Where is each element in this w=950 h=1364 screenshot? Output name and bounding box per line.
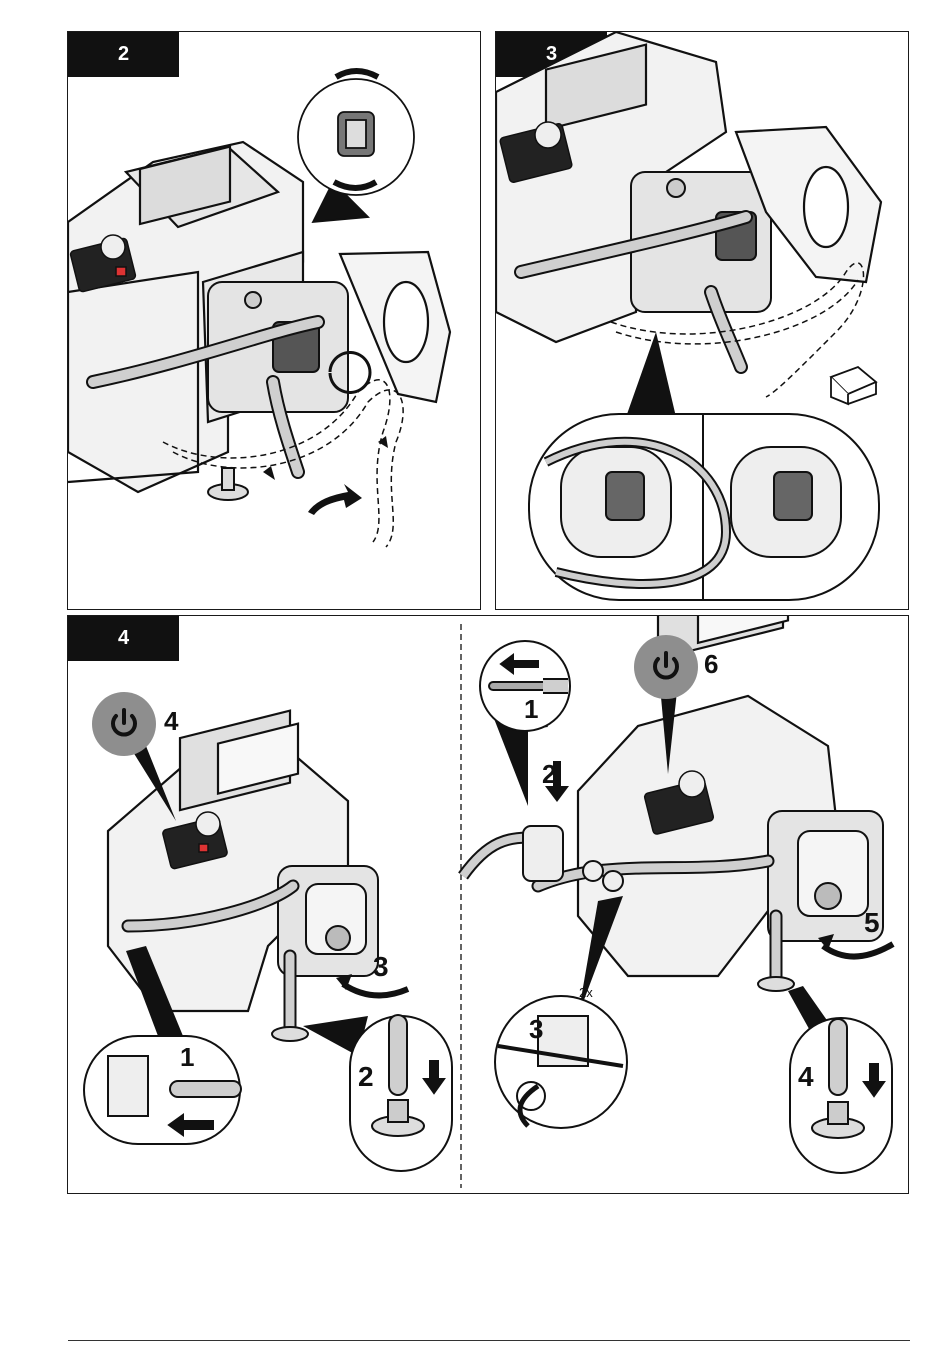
right-connector-callout: 1 — [524, 696, 538, 722]
right-clamp-detail — [495, 996, 627, 1128]
right-clamp-count: 2x — [579, 986, 593, 999]
left-tube-callout: 2 — [358, 1063, 374, 1091]
left-power-icon — [92, 692, 156, 756]
power-symbol-icon — [106, 706, 142, 742]
pump-door — [340, 252, 450, 402]
right-push-callout: 2 — [542, 761, 556, 787]
footer-rule — [68, 1340, 910, 1341]
step-2-illustration — [68, 32, 481, 610]
right-clamp-callout: 3 — [529, 1016, 543, 1042]
rotor-detail-callout — [298, 71, 414, 222]
right-rotate-callout: 5 — [864, 909, 880, 937]
right-tube-detail — [790, 1018, 892, 1173]
left-rotate-arrow-icon — [343, 984, 408, 995]
removal-arrows — [263, 436, 388, 515]
left-power-callout: 4 — [164, 708, 178, 734]
rotor-install-inset — [529, 414, 879, 600]
right-power-icon — [634, 635, 698, 699]
fitting — [208, 468, 248, 500]
step-4-illustration — [68, 616, 909, 1194]
left-inlet-detail — [84, 1036, 240, 1144]
power-symbol-icon — [648, 649, 684, 685]
left-rotate-callout: 3 — [373, 953, 389, 981]
right-power-callout: 6 — [704, 651, 718, 677]
step-3-panel: 3 — [495, 31, 909, 610]
step-4-panel: 4 — [67, 615, 909, 1194]
right-tube-callout: 4 — [798, 1063, 814, 1091]
tube-box-icon — [831, 367, 876, 404]
step-3-illustration — [496, 32, 909, 610]
left-tube-detail — [350, 1016, 452, 1171]
right-rotate-arrow-icon — [823, 944, 893, 957]
inset-pointer — [626, 332, 676, 417]
step-2-panel: 2 — [67, 31, 481, 610]
left-inlet-callout: 1 — [180, 1044, 194, 1070]
